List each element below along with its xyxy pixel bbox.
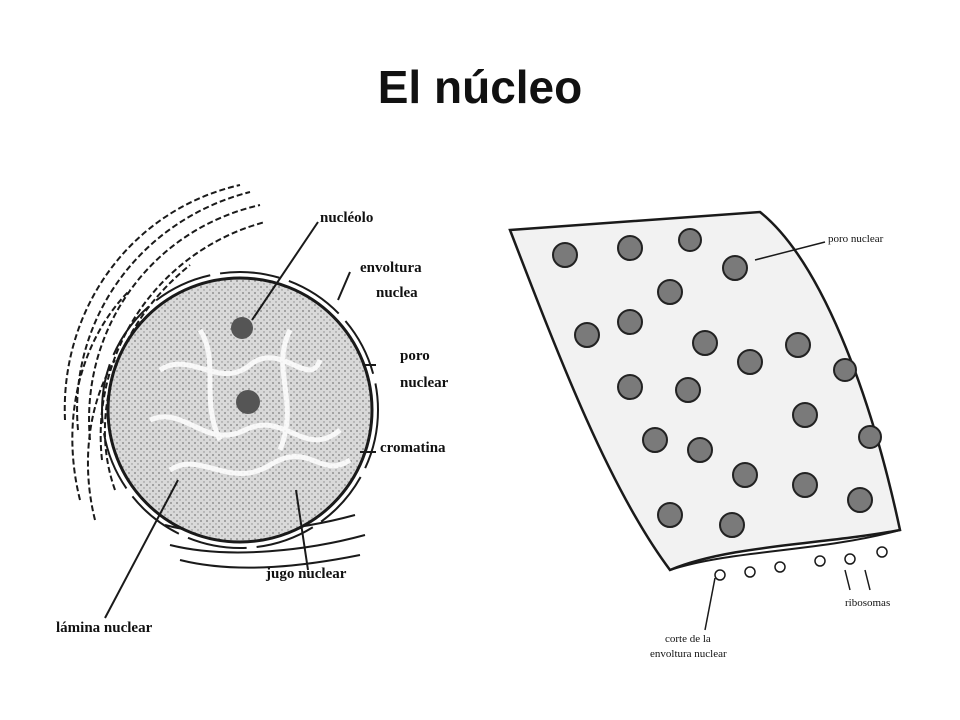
label-envoltura-nuclear: envoltura nuclear (650, 648, 727, 660)
envelope-diagram: poro nuclear ribosomas corte de la envol… (490, 160, 950, 680)
chromatin (149, 328, 352, 477)
nucleus-diagram: nucléolo envoltura nuclea poro nuclear c… (20, 160, 480, 680)
page-title: El núcleo (377, 61, 583, 113)
nucleolus-2 (236, 390, 260, 414)
envelope-illustration (508, 210, 902, 631)
leader-lines-right (704, 241, 871, 631)
label-corte: corte de la (665, 633, 711, 645)
label-cromatina: cromatina (380, 440, 446, 456)
label-envoltura-2: nuclea (376, 285, 418, 301)
nuclear-envelope (101, 271, 379, 549)
label-envoltura: envoltura (360, 260, 422, 276)
label-ribosomas: ribosomas (845, 597, 891, 609)
nucleolus (231, 317, 253, 339)
ribosomes (714, 546, 888, 581)
leader-lines (104, 221, 376, 619)
label-jugo-nuclear: jugo nuclear (266, 566, 347, 582)
label-nucleolo: nucléolo (320, 210, 374, 226)
nucleus-illustration (63, 184, 379, 619)
label-lamina-nuclear: lámina nuclear (56, 620, 153, 636)
nuclear-pores (552, 228, 882, 538)
label-poro-2: nuclear (400, 375, 449, 391)
envelope-cut-edge (669, 529, 901, 571)
label-poro-nuclear: poro nuclear (828, 233, 884, 245)
label-poro: poro (400, 348, 430, 364)
